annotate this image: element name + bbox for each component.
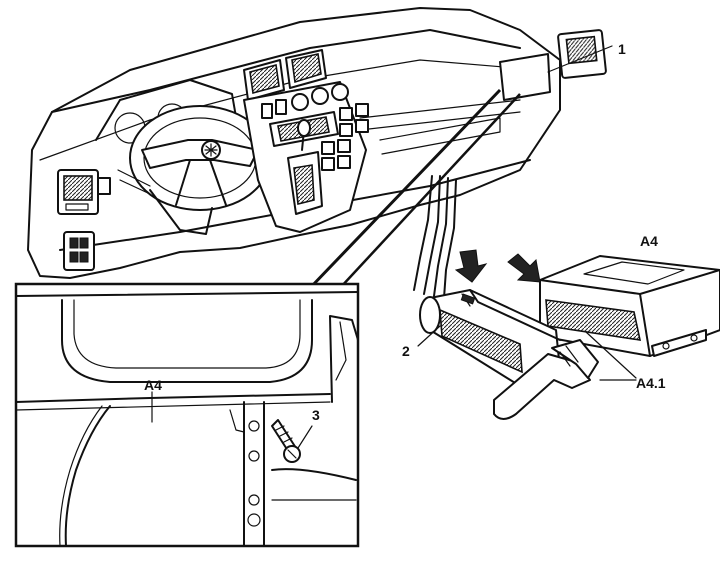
callout-3: 3 [312,407,320,423]
callout-2: 2 [402,343,410,359]
label-a4-inset: A4 [144,377,162,393]
label-a4-1: A4.1 [636,375,666,391]
dashboard-illustration [27,7,607,279]
control-module-illustration [413,45,720,420]
inset-view [14,282,360,548]
callout-1: 1 [618,41,626,57]
label-a4-module: A4 [640,233,658,249]
